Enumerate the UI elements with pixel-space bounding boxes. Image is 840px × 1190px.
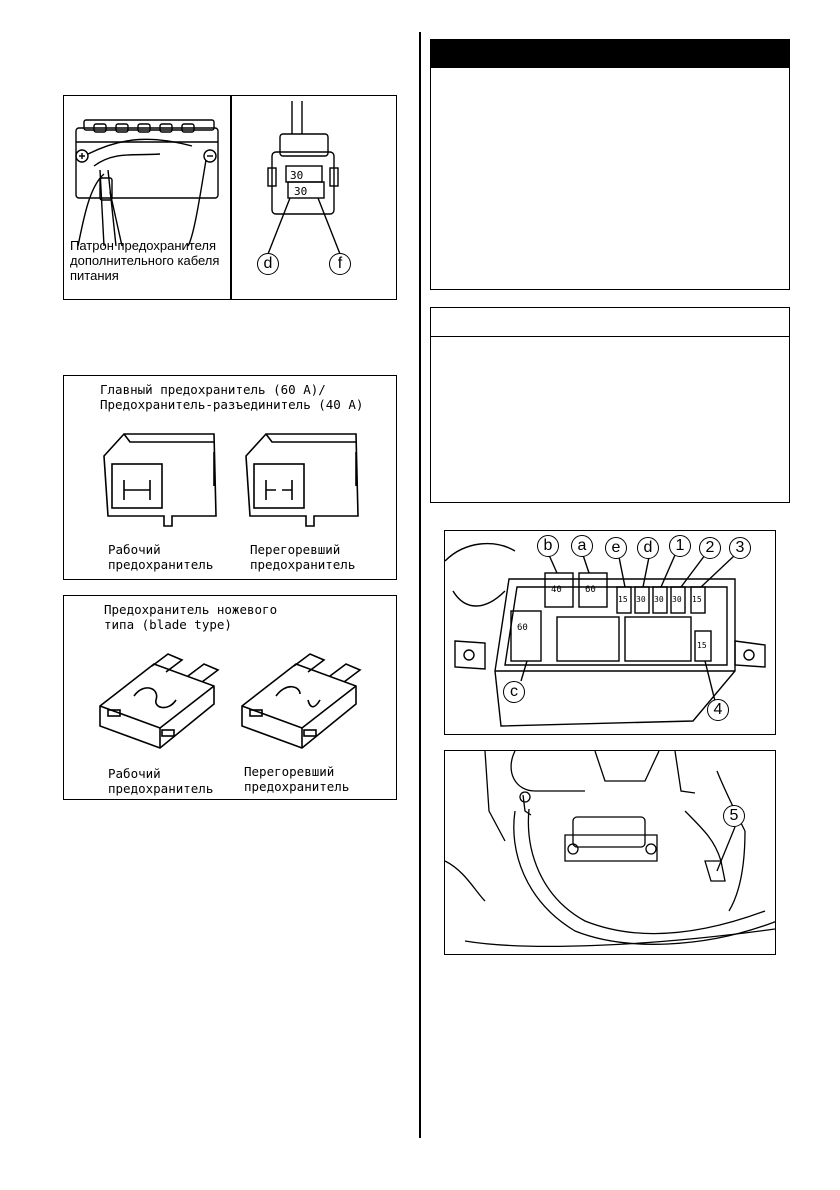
fuse-box-figure: 40 60 15 30 30 30 15 60 15 b a e d 1 2 3… — [444, 530, 776, 735]
main-fuse-title-line-2: Предохранитель-разъединитель (40 A) — [100, 397, 364, 412]
fuse-box-drawing — [445, 542, 766, 727]
main-fuse-title-line-1: Главный предохранитель (60 A)/ — [100, 382, 326, 397]
caution-box — [430, 307, 790, 503]
warning-header-bar — [431, 40, 789, 68]
blade-fuse-good-label: Рабочий предохранитель — [108, 766, 213, 796]
good-label-line-1: Рабочий — [108, 766, 161, 781]
good-label-line-1: Рабочий — [108, 542, 161, 557]
blown-label-line-1: Перегоревший — [250, 542, 341, 557]
blade-fuse-figure: Предохранитель ножевого типа (blade type… — [63, 595, 397, 800]
fuse-value-2: 30 — [672, 595, 682, 604]
good-label-line-2: предохранитель — [108, 557, 214, 572]
battery-drawing — [75, 119, 219, 247]
fuse-holder-caption: Патрон предохранителя дополнительного ка… — [70, 238, 230, 283]
blade-fuse-title-line-2: типа (blade type) — [104, 617, 232, 632]
main-fuse-title: Главный предохранитель (60 A)/ Предохран… — [100, 382, 363, 412]
fuse-value-b: 40 — [551, 585, 562, 595]
marker-a: a — [571, 535, 593, 557]
fuse-value-1: 30 — [654, 595, 664, 604]
marker-e: e — [605, 537, 627, 559]
marker-4: 4 — [707, 699, 729, 721]
fuse-value-3: 15 — [692, 595, 702, 604]
blade-fuse-title: Предохранитель ножевого типа (blade type… — [104, 602, 277, 632]
marker-f: f — [329, 253, 351, 275]
fuse-value-e: 15 — [618, 595, 628, 604]
column-divider — [419, 32, 421, 1138]
blade-fuse-title-line-1: Предохранитель ножевого — [104, 602, 278, 617]
good-label-line-2: предохранитель — [108, 781, 214, 796]
fuse-holder-value-2: 30 — [294, 185, 308, 198]
blown-label-line-2: предохранитель — [244, 779, 350, 794]
caution-header-line — [431, 336, 789, 337]
marker-1: 1 — [669, 535, 691, 557]
figure-split-line — [230, 96, 232, 299]
marker-2: 2 — [699, 537, 721, 559]
marker-b: b — [537, 535, 559, 557]
marker-5: 5 — [723, 805, 745, 827]
main-fuse-blown-label: Перегоревший предохранитель — [250, 542, 355, 572]
warning-box — [430, 39, 790, 290]
fuse-holder-drawing — [267, 101, 341, 255]
caption-line-1: Патрон предохранителя — [70, 238, 217, 253]
caption-line-3: питания — [70, 268, 119, 283]
fuse-value-4: 15 — [697, 641, 707, 650]
blown-label-line-2: предохранитель — [250, 557, 356, 572]
blown-label-line-1: Перегоревший — [244, 764, 335, 779]
fuse-value-d: 30 — [636, 595, 646, 604]
fuse-value-c: 60 — [517, 623, 528, 633]
main-fuse-drawings — [103, 433, 359, 527]
blade-fuse-drawings — [99, 653, 362, 749]
battery-fuse-figure: Патрон предохранителя дополнительного ка… — [63, 95, 397, 300]
marker-3: 3 — [729, 537, 751, 559]
caption-line-2: дополнительного кабеля — [70, 253, 220, 268]
main-fuse-figure: Главный предохранитель (60 A)/ Предохран… — [63, 375, 397, 580]
fuse-location-drawing — [445, 751, 775, 947]
fuse-location-figure: 5 — [444, 750, 776, 955]
marker-d: d — [257, 253, 279, 275]
main-fuse-good-label: Рабочий предохранитель — [108, 542, 213, 572]
blade-fuse-blown-label: Перегоревший предохранитель — [244, 764, 349, 794]
fuse-holder-value-1: 30 — [290, 169, 304, 182]
fuse-value-a: 60 — [585, 585, 596, 595]
marker-c: c — [503, 681, 525, 703]
marker-d: d — [637, 537, 659, 559]
